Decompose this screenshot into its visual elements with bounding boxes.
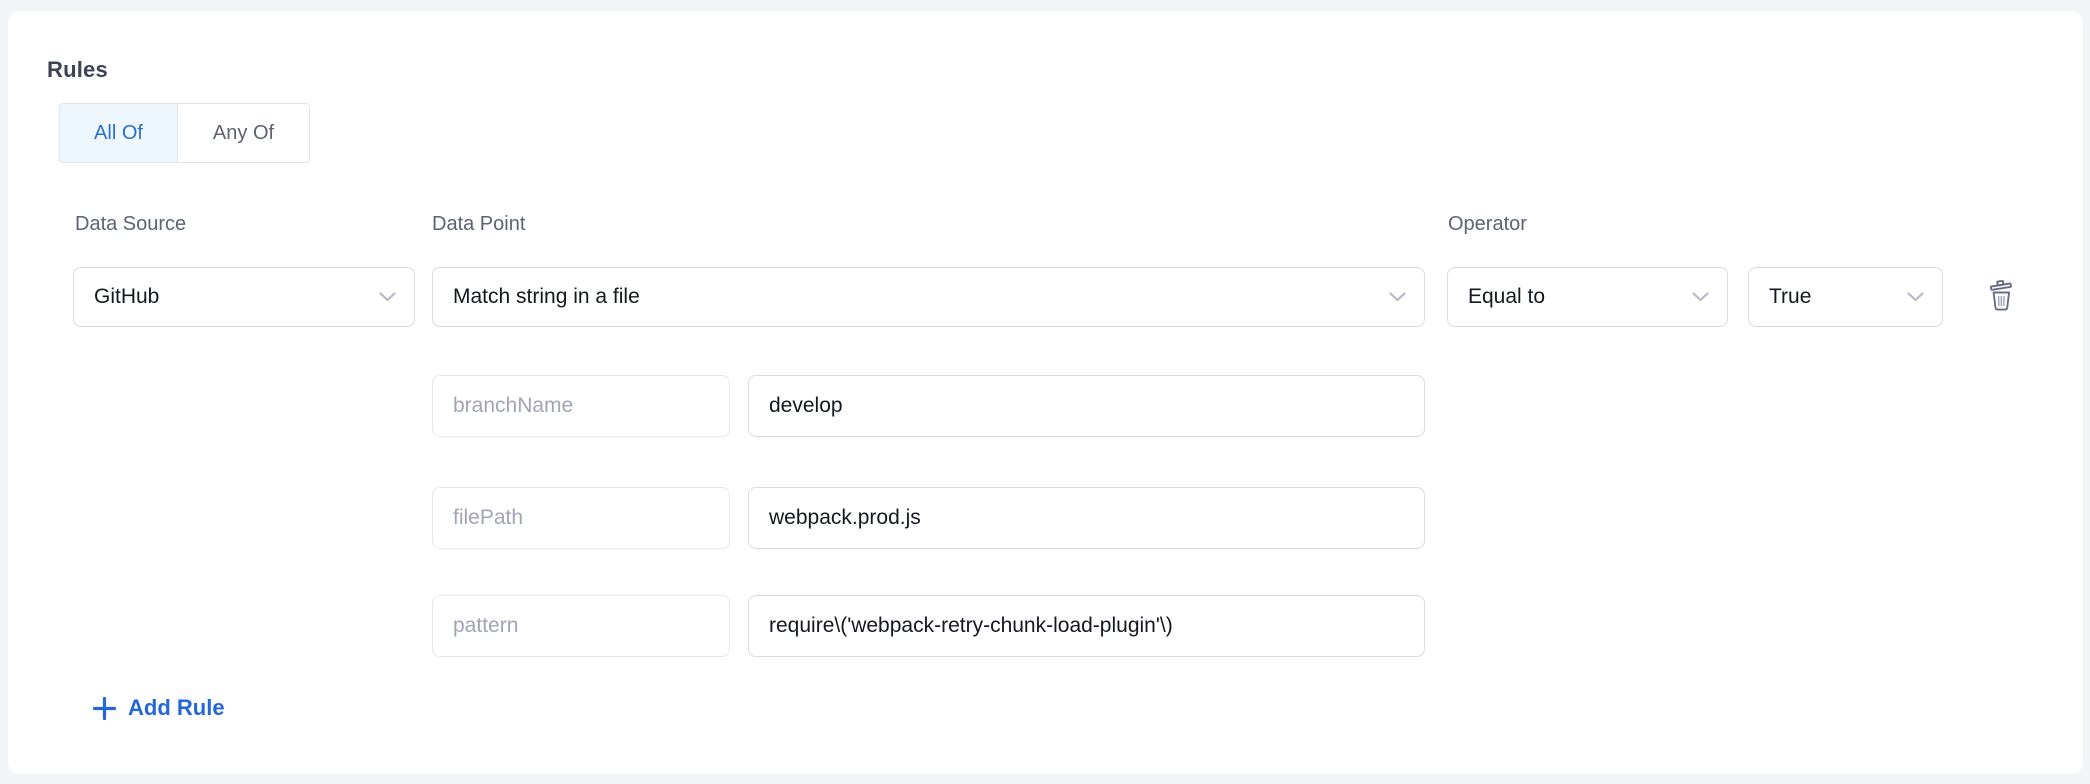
chevron-down-icon <box>1692 292 1709 302</box>
add-rule-button[interactable]: Add Rule <box>92 695 225 721</box>
param-key-field <box>432 375 730 437</box>
param-value-input[interactable] <box>748 487 1425 549</box>
data-point-selected-value: Match string in a file <box>453 285 640 308</box>
operator-selected-value: Equal to <box>1468 285 1546 308</box>
operator-value-selected: True <box>1769 285 1812 308</box>
data-point-select[interactable]: Match string in a file <box>432 267 1425 327</box>
match-mode-any-of-label: Any Of <box>212 121 275 144</box>
data-source-selected-value: GitHub <box>94 285 160 308</box>
param-value-input[interactable] <box>748 375 1425 437</box>
match-mode-all-of-label: All Of <box>94 121 143 144</box>
add-rule-label: Add Rule <box>128 695 225 720</box>
param-key-field <box>432 487 730 549</box>
chevron-down-icon <box>1389 292 1406 302</box>
delete-rule-button[interactable] <box>1984 277 2018 315</box>
operator-value-select[interactable]: True <box>1748 267 1943 327</box>
data-point-label: Data Point <box>432 213 526 235</box>
operator-label: Operator <box>1448 213 1527 235</box>
data-source-label: Data Source <box>75 213 187 235</box>
plus-icon <box>92 696 117 721</box>
chevron-down-icon <box>1907 292 1924 302</box>
match-mode-all-of[interactable]: All Of <box>59 103 177 163</box>
operator-select[interactable]: Equal to <box>1447 267 1728 327</box>
chevron-down-icon <box>379 292 396 302</box>
match-mode-toggle: All Of Any Of <box>59 103 310 163</box>
rules-section-title: Rules <box>47 57 108 82</box>
param-key-field <box>432 595 730 657</box>
rules-card: Rules All Of Any Of Data Source Data Poi… <box>8 11 2083 774</box>
match-mode-any-of[interactable]: Any Of <box>177 103 310 163</box>
data-source-select[interactable]: GitHub <box>73 267 415 327</box>
trash-icon <box>1986 278 2017 315</box>
param-value-input[interactable] <box>748 595 1425 657</box>
